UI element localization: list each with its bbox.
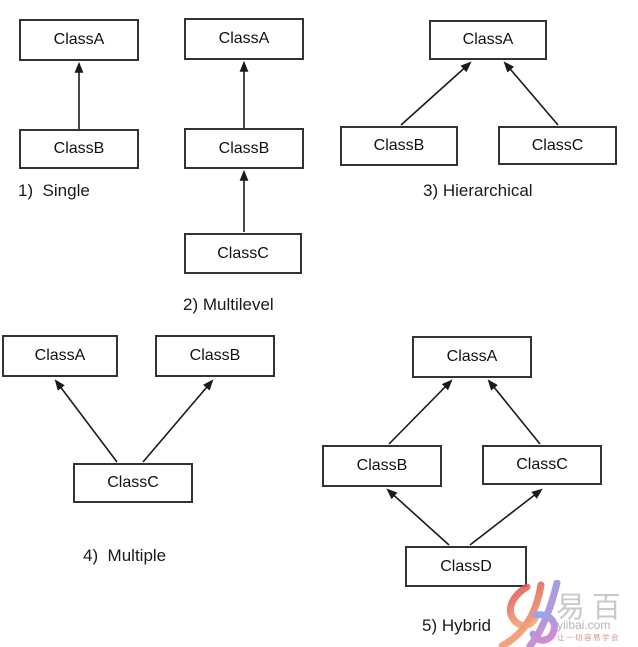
multiple-classb-box: ClassB bbox=[155, 335, 275, 377]
multilevel-classc-box: ClassC bbox=[184, 233, 302, 274]
caption-hierarchical: 3) Hierarchical bbox=[423, 181, 533, 200]
arrow-multiple-c-to-b bbox=[142, 379, 214, 463]
hybrid-classc-box: ClassC bbox=[482, 445, 602, 485]
multiple-classc-box: ClassC bbox=[73, 463, 193, 503]
single-classb-box: ClassB bbox=[19, 129, 139, 169]
arrow-hybrid-c-to-a bbox=[487, 379, 541, 445]
hierarchical-classb-box: ClassB bbox=[340, 126, 458, 166]
watermark-site-text: yiibai.com bbox=[557, 618, 611, 632]
hierarchical-classc-box: ClassC bbox=[498, 126, 617, 165]
hybrid-classa-box: ClassA bbox=[412, 336, 532, 378]
caption-single: 1) Single bbox=[18, 181, 90, 200]
arrow-hybrid-d-to-c bbox=[469, 488, 543, 546]
multiple-classa-box: ClassA bbox=[2, 335, 118, 377]
single-classa-box: ClassA bbox=[19, 19, 139, 61]
caption-hybrid: 5) Hybrid bbox=[422, 616, 491, 635]
arrow-hybrid-d-to-b bbox=[386, 488, 450, 546]
caption-multiple: 4) Multiple bbox=[83, 546, 167, 565]
watermark-brand-text: 易百 bbox=[556, 592, 629, 624]
yiibai-logo-icon bbox=[498, 580, 561, 647]
multilevel-classb-box: ClassB bbox=[184, 128, 304, 169]
hybrid-classd-box: ClassD bbox=[405, 546, 527, 587]
multilevel-classa-box: ClassA bbox=[184, 18, 304, 60]
hybrid-classb-box: ClassB bbox=[322, 445, 442, 487]
watermark-slogan-text: 让一切容易学会 bbox=[557, 633, 620, 642]
arrow-multiple-c-to-a bbox=[54, 379, 118, 463]
arrow-hierarchical-c-to-a bbox=[503, 61, 559, 126]
caption-multilevel: 2) Multilevel bbox=[183, 295, 274, 314]
arrow-hierarchical-b-to-a bbox=[400, 61, 472, 126]
arrow-hybrid-b-to-a bbox=[388, 379, 453, 445]
hierarchical-classa-box: ClassA bbox=[429, 20, 547, 60]
